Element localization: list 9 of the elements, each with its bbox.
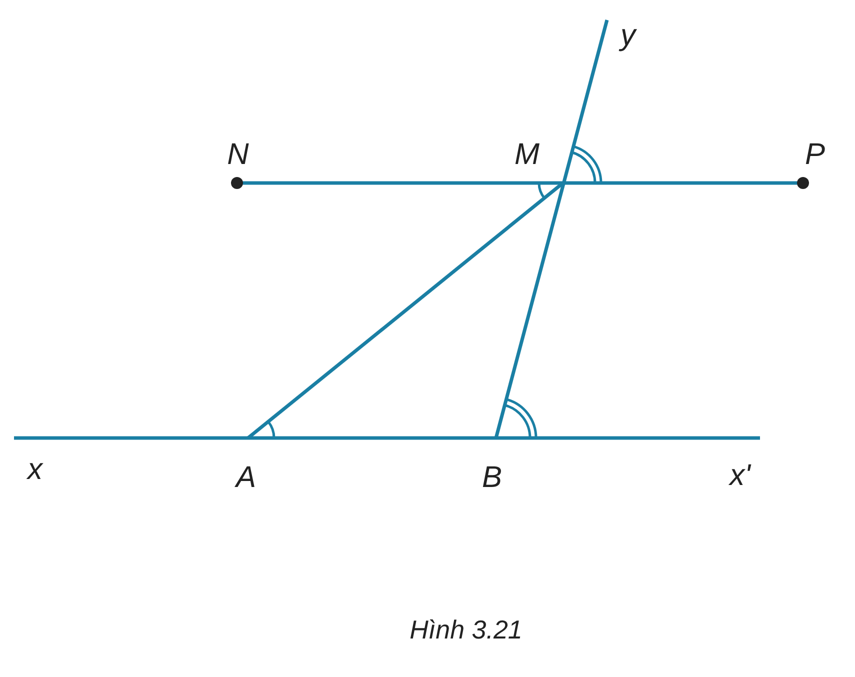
point-label: y [620, 21, 636, 51]
point-label: M [514, 140, 540, 170]
point-label: x' [730, 461, 750, 491]
point-label: A [236, 463, 256, 493]
figure-caption: Hình 3.21 [410, 614, 522, 646]
point-label: P [805, 140, 825, 170]
point-label: B [482, 463, 502, 493]
point-label: x [28, 455, 42, 485]
point-label: N [227, 140, 249, 170]
